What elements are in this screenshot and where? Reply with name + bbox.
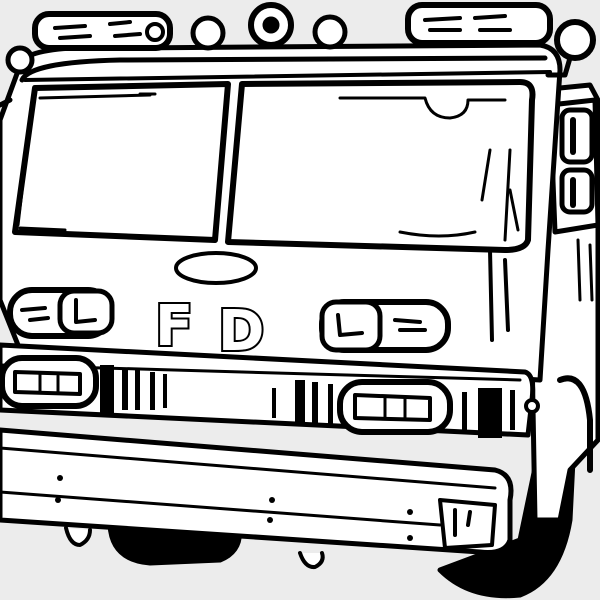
roof-light-bar-left	[32, 11, 173, 51]
windshield-left	[12, 81, 231, 243]
fd-letter-d: D	[218, 299, 264, 364]
side-light-lower	[559, 167, 595, 215]
windshield-right	[225, 79, 536, 253]
side-light-upper	[559, 107, 595, 165]
headlight-lower-left	[0, 355, 99, 409]
tow-hook-right	[298, 551, 325, 570]
headlight-lower-right	[337, 379, 453, 435]
bumper-bolts	[55, 475, 413, 541]
hood-emblem	[174, 251, 258, 285]
fd-letter-f: F	[155, 294, 193, 359]
grille-vents-left	[100, 365, 167, 413]
grille-vents-right	[272, 380, 515, 438]
headlight-upper-left	[7, 287, 115, 339]
roof-light-bar-right	[405, 2, 553, 46]
grille-bolt	[524, 398, 540, 414]
beacon-lights	[5, 2, 596, 78]
headlight-upper-right	[319, 299, 451, 353]
tow-hook-left	[64, 526, 92, 547]
